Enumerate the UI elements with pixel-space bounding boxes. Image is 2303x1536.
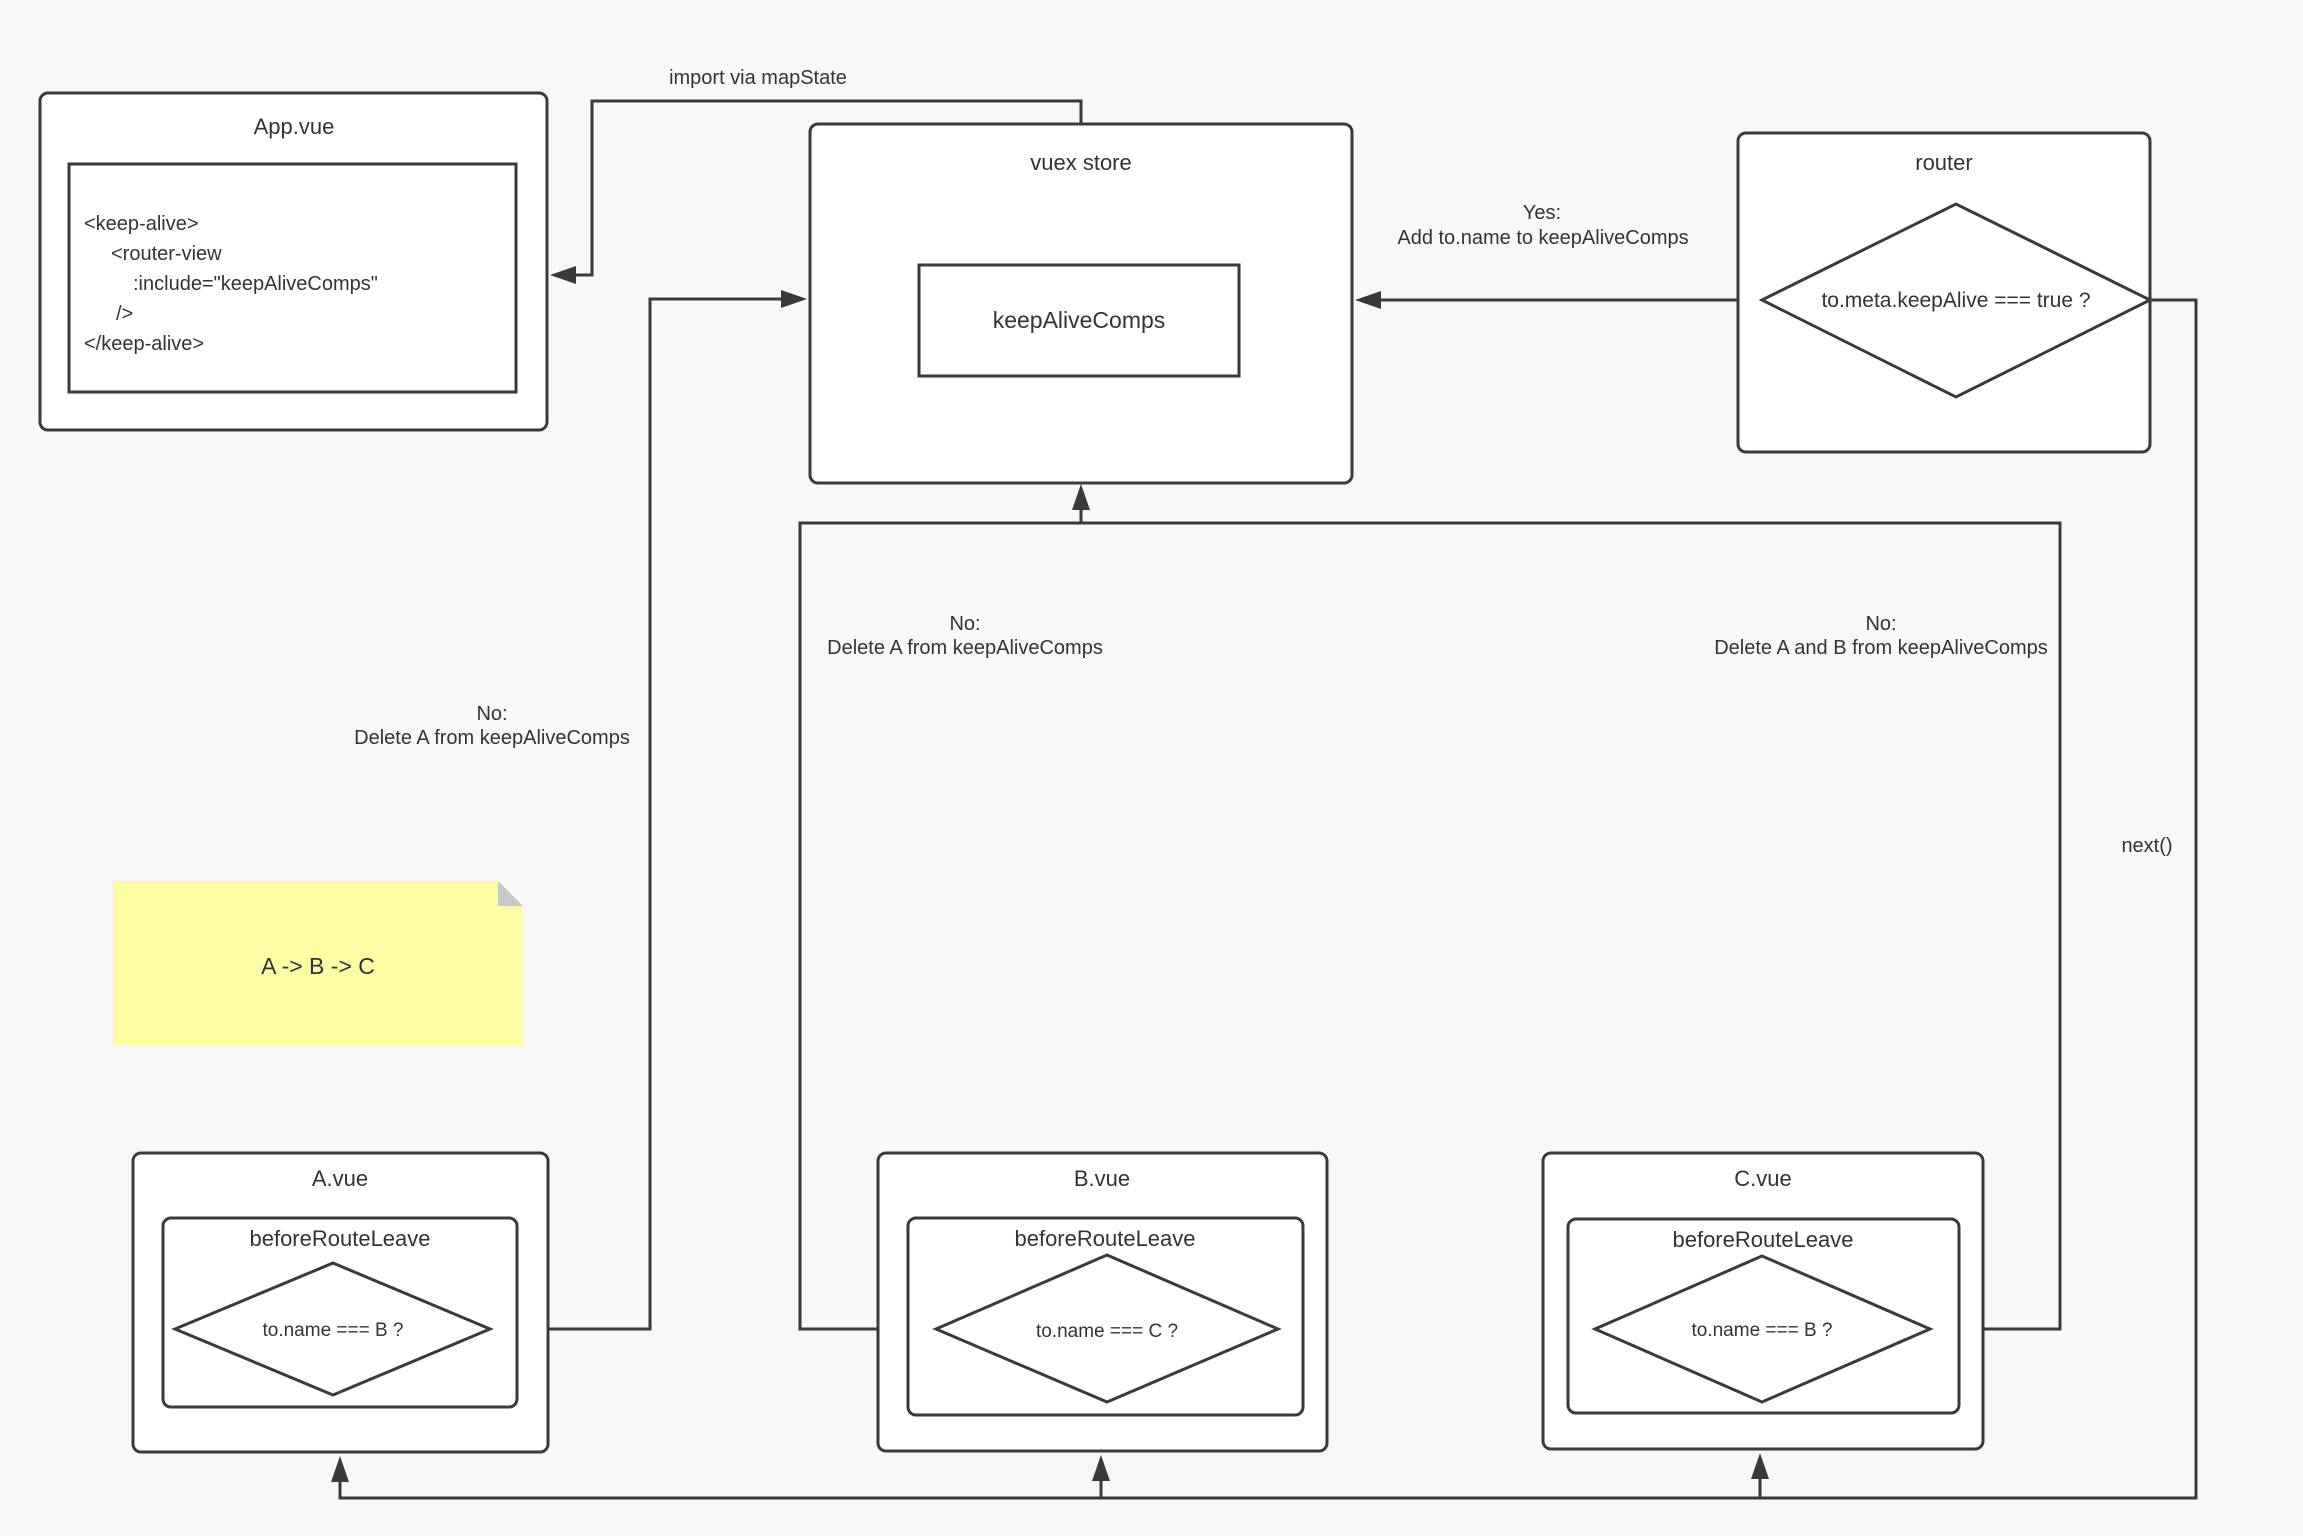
edge-next-label: next() — [2121, 835, 2172, 857]
router-condition-text: to.meta.keepAlive === true ? — [1821, 289, 2090, 312]
sticky-note-text: A -> B -> C — [261, 953, 375, 979]
edge-c-no-label-line1: No: — [1865, 613, 1896, 635]
arrowhead-into-cvue-bottom — [1751, 1453, 1769, 1479]
router-title: router — [1915, 150, 1972, 175]
arrowhead-into-vuex-right — [1355, 291, 1381, 309]
a-vue-hook-label: beforeRouteLeave — [249, 1226, 430, 1251]
a-vue-condition-diamond — [171, 1261, 494, 1397]
edge-router-yes-label-line2: Add to.name to keepAliveComps — [1397, 227, 1688, 249]
b-vue-condition-diamond — [932, 1253, 1282, 1404]
c-vue-hook-label: beforeRouteLeave — [1672, 1227, 1853, 1252]
a-vue-title: A.vue — [312, 1166, 368, 1191]
sticky-note — [113, 881, 523, 1046]
edge-b-no-label-line1: No: — [949, 613, 980, 635]
edge-a-no-label-line2: Delete A from keepAliveComps — [354, 727, 630, 749]
app-vue-code-line: <router-view — [111, 243, 222, 265]
edge-bc-no — [798, 521, 2062, 1331]
edge-import-label: import via mapState — [669, 67, 847, 89]
app-vue-title: App.vue — [254, 114, 335, 139]
app-vue-code-line: <keep-alive> — [84, 213, 199, 235]
c-vue-condition-text: to.name === B ? — [1691, 1320, 1832, 1341]
keepalivecomps-label: keepAliveComps — [993, 307, 1166, 333]
app-vue-code-line: :include="keepAliveComps" — [133, 273, 378, 295]
b-vue-condition-text: to.name === C ? — [1036, 1321, 1178, 1342]
edge-a-no-label-line1: No: — [476, 703, 507, 725]
arrowhead-into-avue-bottom — [331, 1456, 349, 1482]
edge-a-no — [490, 297, 781, 1331]
edge-next — [338, 298, 2198, 1500]
arrowhead-into-vuex-bottom — [1072, 484, 1090, 510]
router-condition-diamond — [1758, 202, 2154, 399]
keepalivecomps-box — [917, 263, 1241, 378]
app-vue-code-line: </keep-alive> — [84, 333, 204, 355]
edge-b-no-label-line2: Delete A from keepAliveComps — [827, 637, 1103, 659]
vuex-store-title: vuex store — [1030, 150, 1132, 175]
b-vue-title: B.vue — [1074, 1166, 1130, 1191]
app-vue-code-line: /> — [116, 303, 133, 325]
c-vue-condition-diamond — [1591, 1254, 1934, 1404]
sticky-note-fold-icon — [498, 881, 523, 906]
app-vue-code-box — [67, 162, 518, 394]
edge-c-no-label-line2: Delete A and B from keepAliveComps — [1714, 637, 2048, 659]
arrowhead-into-appvue — [550, 266, 576, 284]
edge-import — [576, 99, 1083, 277]
edge-router-yes-label-line1: Yes: — [1523, 202, 1561, 224]
c-vue-title: C.vue — [1734, 1166, 1791, 1191]
arrowhead-into-vuex-left — [781, 290, 807, 308]
b-vue-hook-label: beforeRouteLeave — [1014, 1226, 1195, 1251]
a-vue-condition-text: to.name === B ? — [262, 1320, 403, 1341]
arrowhead-into-bvue-bottom — [1092, 1455, 1110, 1481]
